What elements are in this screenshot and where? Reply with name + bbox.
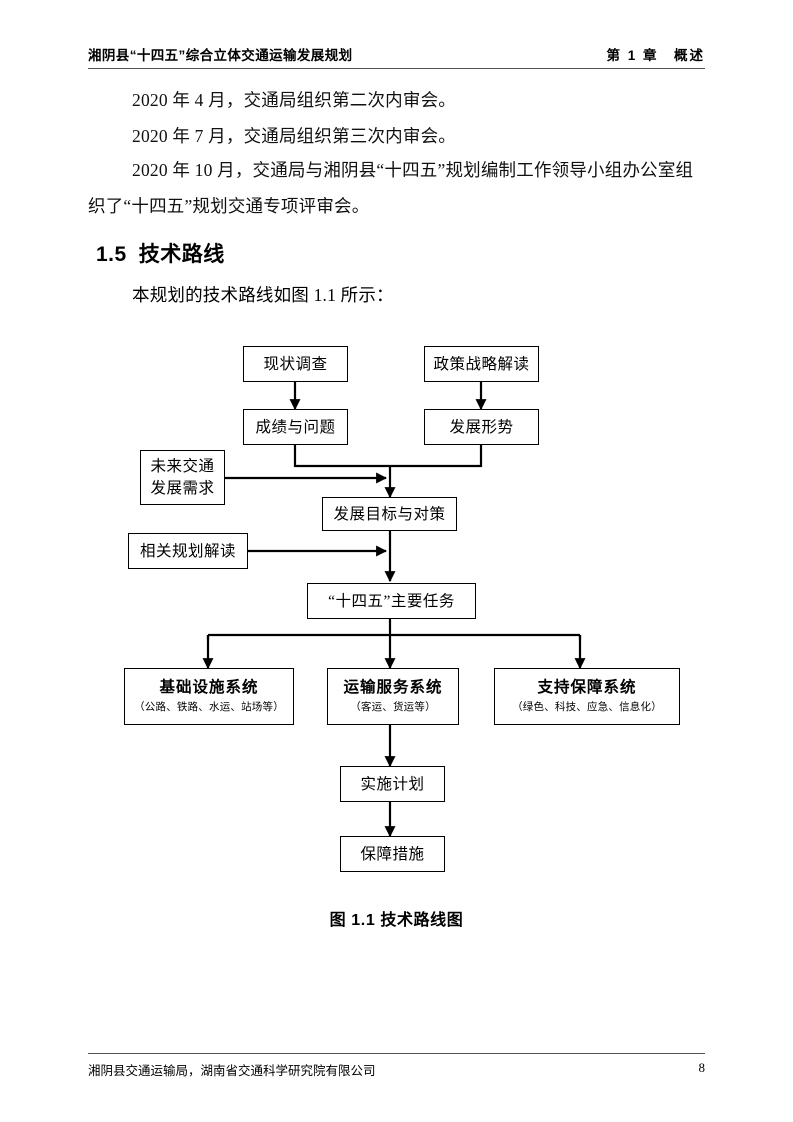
flow-node-policy[interactable]: 政策战略解读 (424, 346, 539, 382)
section-title: 技术路线 (138, 243, 225, 266)
page-header: 湘阴县“十四五”综合立体交通运输发展规划 第 1 章 概述 (88, 44, 705, 70)
footer-organization: 湘阴县交通运输局，湖南省交通科学研究院有限公司 (88, 1064, 376, 1078)
flow-node-related-plans-label: 相关规划解读 (139, 542, 236, 560)
flow-node-guarantee-measures[interactable]: 保障措施 (340, 836, 445, 872)
figure-caption: 图 1.1 技术路线图 (329, 912, 464, 929)
header-document-title: 湘阴县“十四五”综合立体交通运输发展规划 (88, 48, 353, 63)
page-footer: 湘阴县交通运输局，湖南省交通科学研究院有限公司 8 (88, 1060, 705, 1082)
paragraph-2: 2020 年 7 月，交通局组织第三次内审会。 (132, 126, 456, 146)
header-divider-rule (88, 68, 705, 69)
flow-node-future-demand-label-line2: 发展需求 (150, 479, 215, 497)
flow-node-achievements-label: 成绩与问题 (255, 418, 336, 436)
flow-node-main-tasks[interactable]: “十四五”主要任务 (307, 583, 476, 619)
flow-node-related-plans[interactable]: 相关规划解读 (128, 533, 248, 569)
section-heading: 1.5 技术路线 (96, 238, 225, 268)
flow-node-transport-service-sublabel: （客运、货运等） (350, 702, 436, 713)
connector-situation-merge (390, 445, 483, 468)
flow-node-transport-service-label: 运输服务系统 (343, 679, 443, 696)
footer-divider-rule (88, 1053, 705, 1054)
paragraph-3: 2020 年 10 月，交通局与湘阴县“十四五”规划编制工作领导小组办公室组织了… (88, 160, 694, 216)
paragraph-1: 2020 年 4 月，交通局组织第二次内审会。 (132, 90, 456, 110)
section-number: 1.5 (96, 243, 127, 266)
flow-node-main-tasks-label: “十四五”主要任务 (328, 592, 455, 610)
flow-node-transport-service[interactable]: 运输服务系统 （客运、货运等） (327, 668, 459, 725)
connector-achievements-merge (293, 445, 390, 468)
flow-node-situation[interactable]: 发展形势 (424, 409, 539, 445)
flow-node-policy-label: 政策战略解读 (433, 355, 530, 373)
flow-node-infrastructure[interactable]: 基础设施系统 （公路、铁路、水运、站场等） (124, 668, 294, 725)
flow-node-survey[interactable]: 现状调查 (243, 346, 348, 382)
flow-node-survey-label: 现状调查 (263, 355, 328, 373)
flow-node-support-guarantee[interactable]: 支持保障系统 （绿色、科技、应急、信息化） (494, 668, 680, 725)
header-chapter-label: 第 1 章 概述 (606, 48, 705, 63)
flow-node-future-demand-label-line1: 未来交通 (150, 457, 215, 475)
flow-node-situation-label: 发展形势 (449, 418, 514, 436)
flow-node-support-guarantee-sublabel: （绿色、科技、应急、信息化） (512, 702, 662, 713)
flow-node-future-demand[interactable]: 未来交通 发展需求 (140, 450, 225, 505)
footer-page-number: 8 (698, 1060, 706, 1075)
flow-node-support-guarantee-label: 支持保障系统 (537, 679, 637, 696)
flow-node-implementation[interactable]: 实施计划 (340, 766, 445, 802)
flow-node-guarantee-measures-label: 保障措施 (360, 845, 425, 863)
flow-node-infrastructure-sublabel: （公路、铁路、水运、站场等） (134, 702, 284, 713)
flow-node-achievements[interactable]: 成绩与问题 (243, 409, 348, 445)
flow-node-goals-label: 发展目标与对策 (333, 505, 446, 523)
flow-node-goals[interactable]: 发展目标与对策 (322, 497, 457, 531)
figure-intro-sentence: 本规划的技术路线如图 1.1 所示： (132, 285, 394, 305)
flow-node-infrastructure-label: 基础设施系统 (159, 679, 259, 696)
flow-node-implementation-label: 实施计划 (360, 775, 425, 793)
